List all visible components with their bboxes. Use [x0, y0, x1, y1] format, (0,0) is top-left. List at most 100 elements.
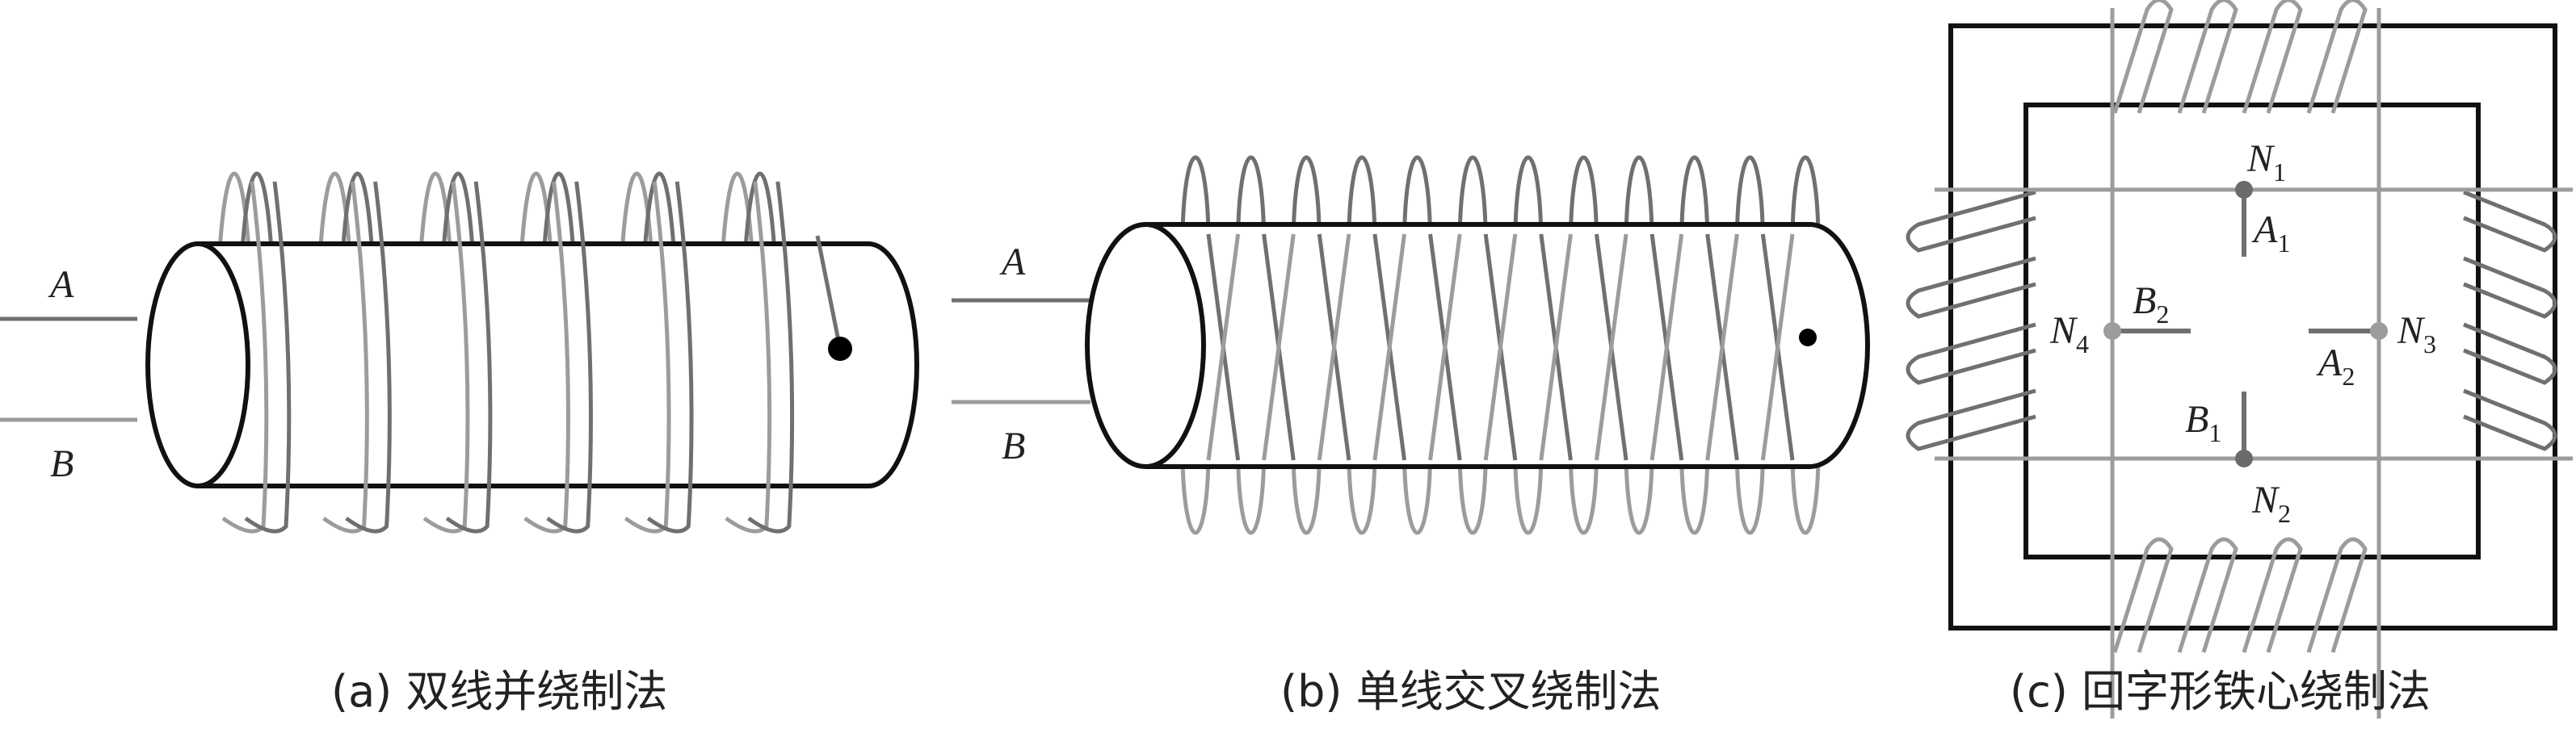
label-b1: B1 [2185, 398, 2221, 447]
coil-a-turn-front [322, 181, 369, 534]
coil-b-cross-light [1262, 233, 1296, 461]
coil-b-cross-light [1206, 233, 1241, 461]
coil-a-turn-front [725, 181, 772, 534]
cylinder-a [145, 241, 919, 488]
coil-a-turn-front [422, 181, 470, 534]
point-n2 [2235, 450, 2253, 467]
core-inner-outline [2023, 103, 2481, 559]
coil-b-loop-bottom [1457, 451, 1488, 535]
label-b2: B2 [2133, 279, 2169, 329]
coil-a-turn-front [445, 181, 493, 534]
coil-b-loop-bottom [1180, 451, 1211, 535]
coil-b-loop-bottom [1236, 451, 1267, 535]
label-n3: N3 [2397, 309, 2436, 358]
coil-b-loop-bottom [1513, 451, 1544, 535]
coil-b-loop-top [1624, 155, 1654, 243]
label-a2: A2 [2316, 341, 2355, 391]
coil-b-loop-top [1679, 155, 1710, 243]
coil-b-loop-top [1291, 155, 1322, 243]
coil-turn [2177, 537, 2238, 653]
coil-b-cross-light [1760, 233, 1795, 461]
coil-b-back-turns [1180, 155, 1821, 535]
coil-b-loop-top [1180, 155, 1211, 243]
panel-a-bifilar-winding: A B (a) 双线并绕制法 [0, 171, 919, 717]
coil-turn [2242, 537, 2303, 653]
cylinder-a-body [198, 241, 919, 488]
coil-b-loop-bottom [1734, 451, 1765, 535]
coil-turn [2177, 0, 2238, 114]
label-n2: N2 [2251, 479, 2291, 528]
coil-b-cross-light [1372, 233, 1407, 461]
coil-turn [2463, 322, 2557, 385]
coil-bottom-n2 [2112, 537, 2368, 653]
coil-a-front-turns [221, 181, 795, 534]
coil-b-loop-bottom [1402, 451, 1433, 535]
point-n3 [2370, 322, 2388, 340]
coil-a-turn-front [345, 181, 392, 534]
coil-b-loop-top [1236, 155, 1267, 243]
coil-b-loop-bottom [1347, 451, 1377, 535]
coil-b-cross-light [1428, 233, 1462, 461]
cylinder-b-end-face [1085, 222, 1206, 469]
coil-turn [2306, 0, 2368, 114]
coil-b-loop-top [1790, 155, 1821, 243]
coil-turn [2463, 256, 2557, 319]
coil-b-cross-light [1317, 233, 1351, 461]
coil-top-n1 [2112, 0, 2368, 114]
cylinder-b-body [1145, 222, 1870, 469]
coil-turn [2463, 388, 2557, 451]
coil-turn [1906, 388, 2036, 451]
cylinder-b [1085, 222, 1870, 469]
label-a1: A1 [2251, 208, 2290, 258]
coil-a-turn-front [624, 181, 671, 534]
coil-b-terminal-dot [1799, 329, 1817, 346]
cylinder-a-end-face [145, 241, 250, 488]
coil-a-turn-front [221, 181, 269, 534]
coil-turn [2112, 537, 2174, 653]
coil-turn [2242, 0, 2303, 114]
coil-b-loop-bottom [1790, 451, 1821, 535]
caption-c: (c) 回字形铁心绕制法 [2010, 666, 2431, 717]
coil-b-loop-bottom [1624, 451, 1654, 535]
coil-b-loop-bottom [1568, 451, 1599, 535]
point-n1 [2235, 181, 2253, 199]
coil-turn [1906, 256, 2036, 319]
coil-b-loop-top [1513, 155, 1544, 243]
point-n4 [2103, 322, 2121, 340]
coil-b-cross-light [1594, 233, 1628, 461]
coil-b-loop-top [1402, 155, 1433, 243]
coil-a-turn-front [546, 181, 593, 534]
label-b: B [1002, 425, 1025, 467]
coil-left-n4 [1906, 190, 2036, 451]
coil-b-cross-light [1649, 233, 1684, 461]
coil-b-loop-top [1568, 155, 1599, 243]
coil-b-loop-bottom [1291, 451, 1322, 535]
coil-b-cross-light [1483, 233, 1518, 461]
coil-turn [2463, 190, 2557, 253]
coil-b-cross-light [1539, 233, 1573, 461]
coil-turn [2306, 537, 2368, 653]
coil-a-end-lead [815, 235, 843, 350]
label-n4: N4 [2049, 309, 2089, 358]
coil-a-terminal-dot [828, 337, 852, 361]
label-a: A [999, 241, 1026, 283]
coil-turn [2112, 0, 2174, 114]
coil-a-turn-front [244, 181, 292, 534]
panel-b-single-wire-cross-winding: A B (b) 单线交叉绕制法 [952, 155, 1870, 717]
coil-b-loop-top [1457, 155, 1488, 243]
coil-b-front-turns [1206, 233, 1795, 461]
coil-b-loop-top [1734, 155, 1765, 243]
coil-a-turn-front [747, 181, 795, 534]
coil-right-n3 [2463, 190, 2557, 451]
coil-b-cross-light [1705, 233, 1739, 461]
label-b: B [50, 442, 74, 485]
coil-a-turn-front [646, 181, 694, 534]
label-a: A [48, 263, 74, 306]
caption-a: (a) 双线并绕制法 [331, 666, 667, 717]
coil-b-loop-top [1347, 155, 1377, 243]
panel-c-square-core-winding: N1 A1 B2 N4 N3 A2 B1 N2 (c) 回字形铁心绕制法 [1906, 0, 2573, 719]
coil-turn [1906, 190, 2036, 253]
label-n1: N1 [2246, 137, 2286, 186]
coil-a-turn-front [523, 181, 570, 534]
